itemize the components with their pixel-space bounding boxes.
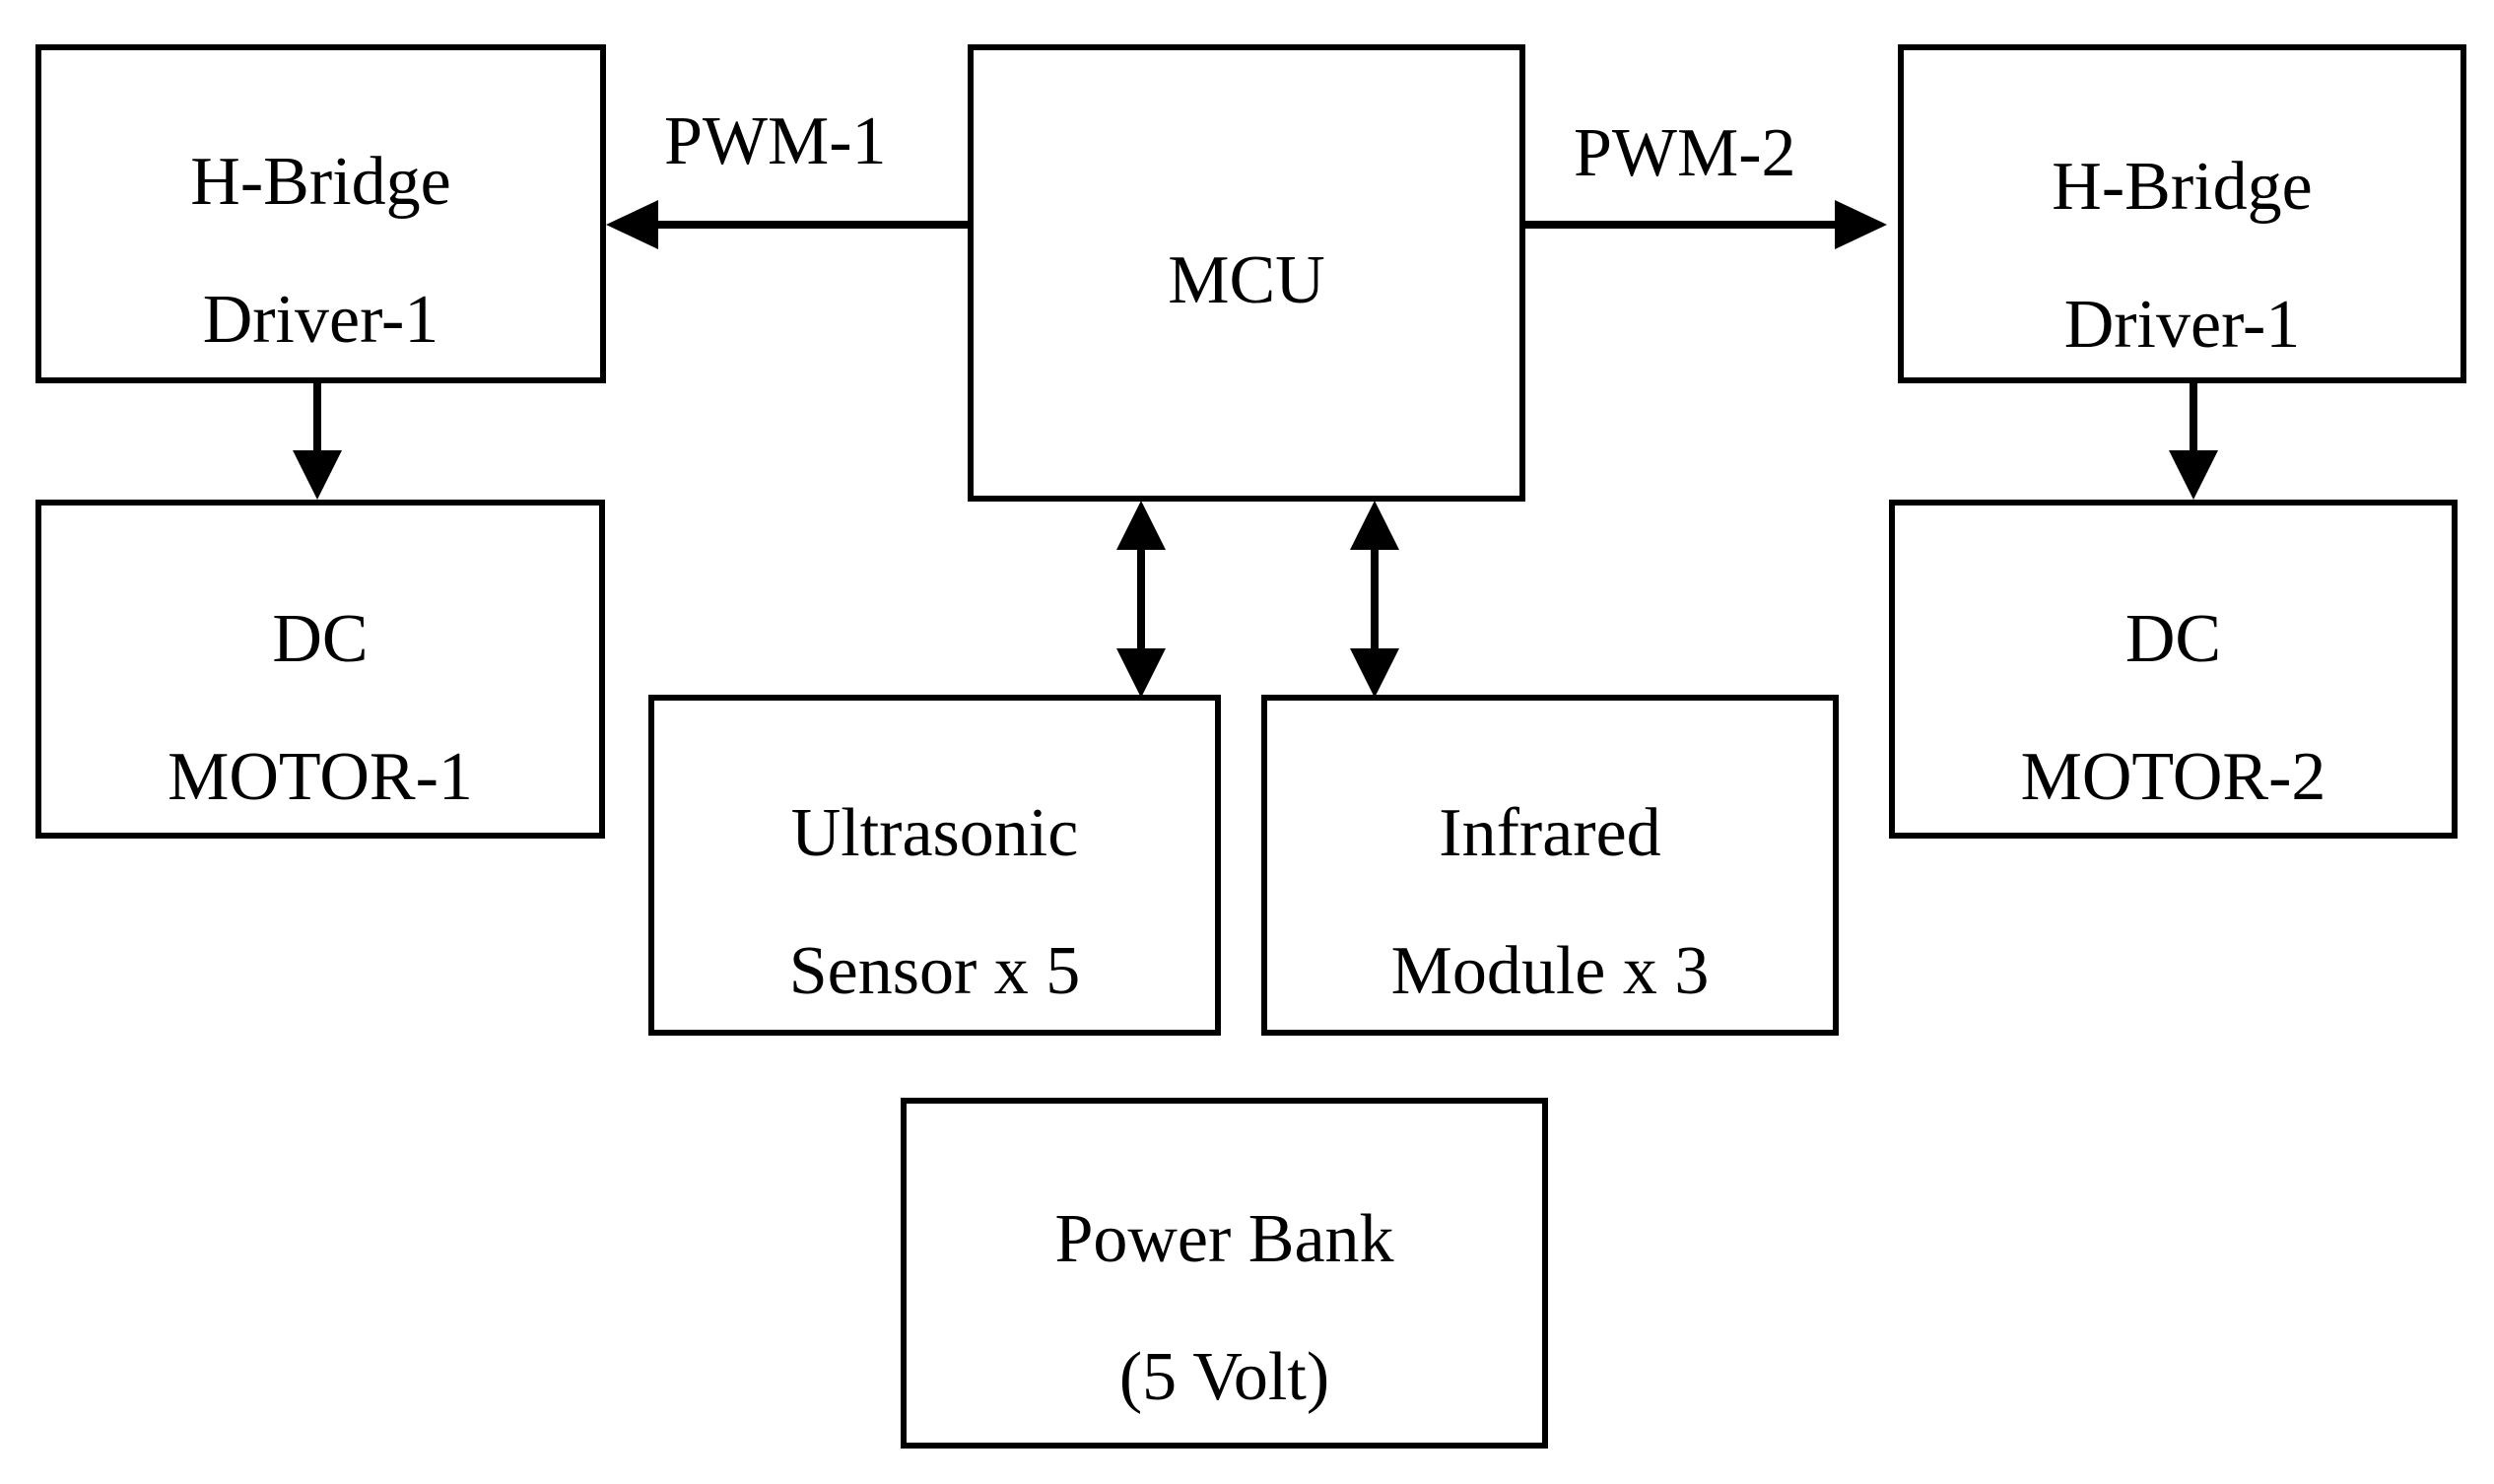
arrow-mcu-to-hbridge-right <box>1525 200 1887 249</box>
arrow-hbridge-left-to-motor-left <box>293 379 342 500</box>
mcu-block: MCU <box>968 44 1525 502</box>
motor-left-block: DC MOTOR-1 <box>35 500 605 839</box>
ultrasonic-line2: Sensor x 5 <box>788 933 1081 1009</box>
motor-right-block: DC MOTOR-2 <box>1889 500 2458 839</box>
hbridge-left-line2: Driver-1 <box>202 282 439 358</box>
hbridge-right-line2: Driver-1 <box>2063 287 2301 363</box>
power-bank-block: Power Bank (5 Volt) <box>901 1098 1548 1449</box>
pwm-1-label: PWM-1 <box>664 103 887 179</box>
motor-left-line1: DC <box>272 601 369 677</box>
hbridge-left-line1: H-Bridge <box>190 144 451 220</box>
infrared-line1: Infrared <box>1439 795 1661 871</box>
ultrasonic-sensor-block: Ultrasonic Sensor x 5 <box>648 695 1221 1036</box>
hbridge-right-block: H-Bridge Driver-1 <box>1898 44 2466 383</box>
mcu-label: MCU <box>1168 242 1325 318</box>
motor-left-line2: MOTOR-1 <box>168 739 473 815</box>
hbridge-left-block: H-Bridge Driver-1 <box>35 44 606 383</box>
hbridge-right-line1: H-Bridge <box>2052 149 2313 225</box>
arrow-mcu-ultrasonic-bidirectional <box>1116 501 1166 698</box>
motor-right-line1: DC <box>2124 601 2222 677</box>
arrow-mcu-infrared-bidirectional <box>1350 501 1399 698</box>
ultrasonic-line1: Ultrasonic <box>790 795 1079 871</box>
power-bank-line1: Power Bank <box>1054 1201 1394 1277</box>
arrow-mcu-to-hbridge-left <box>606 200 968 249</box>
infrared-module-block: Infrared Module x 3 <box>1261 695 1839 1036</box>
power-bank-line2: (5 Volt) <box>1118 1339 1330 1415</box>
infrared-line2: Module x 3 <box>1390 933 1710 1009</box>
motor-right-line2: MOTOR-2 <box>2020 739 2326 815</box>
arrow-hbridge-right-to-motor-right <box>2169 379 2218 500</box>
pwm-2-label: PWM-2 <box>1574 115 1796 191</box>
